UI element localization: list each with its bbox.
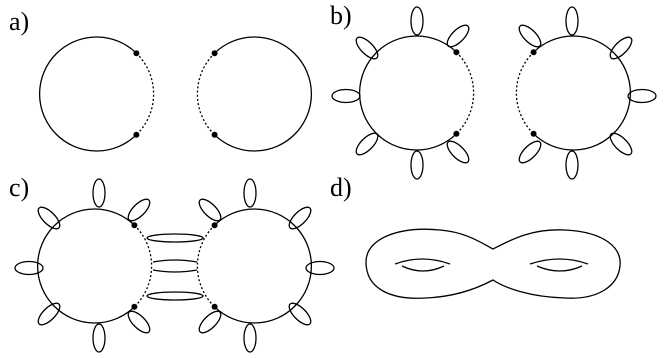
bubble (410, 6, 424, 36)
bubble (198, 310, 222, 334)
marked-point (133, 50, 140, 57)
sphere-right-a (214, 36, 312, 152)
panel-d (365, 228, 621, 299)
bubble (37, 206, 61, 230)
bubble (243, 323, 257, 353)
bubble (518, 140, 542, 164)
bubble (565, 150, 579, 180)
cut-right-b (515, 51, 535, 135)
bubble (446, 24, 470, 48)
connecting-tube-rim (146, 233, 204, 243)
bubble (518, 24, 542, 48)
right-hole-bottom (536, 265, 583, 272)
bubble (127, 198, 151, 222)
marked-point (133, 131, 140, 138)
cut-right-a (196, 52, 216, 136)
bubble (410, 150, 424, 180)
sphere-left-a (39, 36, 137, 152)
left-hole-top (394, 258, 451, 265)
marked-point (453, 49, 460, 56)
bubble (305, 260, 335, 276)
panel-label-b: b) (330, 1, 352, 30)
bubble (92, 323, 106, 353)
sphere-right-c (214, 208, 312, 324)
marked-point (453, 130, 460, 137)
marked-point (211, 303, 218, 310)
panel-label-d: d) (330, 173, 352, 202)
bubble (446, 140, 470, 164)
connecting-tube-lower (152, 269, 198, 273)
bubble (127, 310, 151, 334)
sphere-left-b (359, 35, 457, 151)
bubble (355, 36, 379, 60)
cut-left-a (135, 52, 155, 136)
connecting-tube-rim (146, 291, 204, 301)
bubble (565, 6, 579, 36)
right-hole-top (529, 258, 589, 265)
bubble (609, 132, 633, 156)
connecting-tube-upper (152, 259, 198, 263)
marked-point (131, 222, 138, 229)
marked-point (211, 131, 218, 138)
bubble (14, 260, 44, 276)
bubble (355, 132, 379, 156)
bubble (92, 178, 106, 208)
panel-label-c: c) (9, 173, 29, 202)
bubble (37, 302, 61, 326)
marked-point (211, 222, 218, 229)
panel-a (39, 36, 312, 152)
bubble (609, 36, 633, 60)
panel-label-a: a) (9, 7, 29, 36)
bubble (198, 198, 222, 222)
panel-c (14, 178, 335, 353)
marked-point (530, 130, 537, 137)
sphere-left-c (37, 208, 135, 324)
genus-two-surface-outline (365, 228, 621, 299)
marked-point (530, 49, 537, 56)
bubble (288, 302, 312, 326)
marked-point (211, 50, 218, 57)
cut-left-b (455, 51, 475, 135)
left-hole-bottom (401, 265, 445, 272)
panel-b (331, 6, 657, 180)
bubble (243, 178, 257, 208)
bubble (331, 88, 361, 104)
sphere-right-b (533, 35, 631, 151)
bubble (288, 206, 312, 230)
bubble (627, 88, 657, 104)
marked-point (131, 303, 138, 310)
